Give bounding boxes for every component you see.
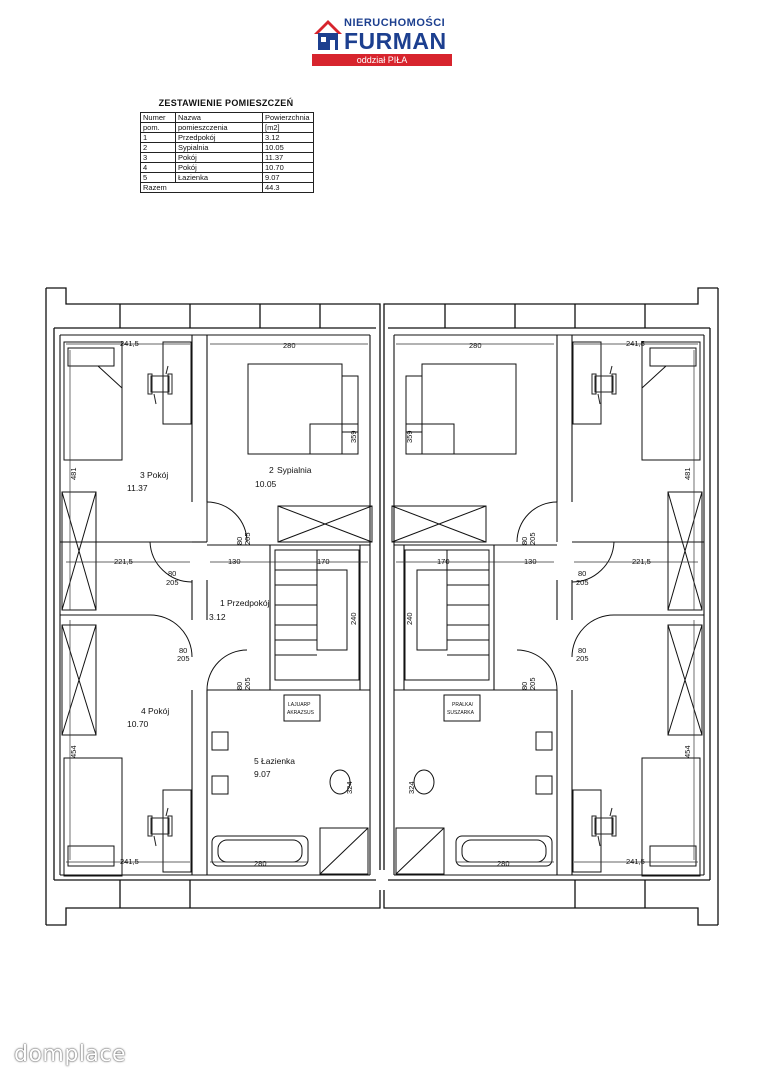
svg-text:130: 130	[524, 557, 537, 566]
room-5-area: 9.07	[254, 769, 271, 779]
table-header-cell: Nazwa	[175, 112, 263, 123]
svg-text:80: 80	[578, 569, 586, 578]
table-header-row: pom. pomieszczenia [m2]	[140, 122, 314, 133]
svg-text:205: 205	[243, 677, 252, 690]
room-3-name: Pokój	[147, 470, 168, 480]
svg-text:SUSZARKA: SUSZARKA	[447, 710, 475, 716]
svg-text:481: 481	[69, 467, 78, 480]
table-header-cell: [m2]	[262, 122, 314, 133]
door-swings	[149, 501, 615, 691]
svg-text:80: 80	[520, 682, 529, 690]
table-row: 3 Pokój 11.37	[140, 152, 314, 163]
table-total-row: Razem 44.3	[140, 182, 314, 193]
table-header-cell: pomieszczenia	[175, 122, 263, 133]
appliance-labels: LAJUARP AKRAZSUS PRALKA/ SUSZARKA	[287, 702, 475, 716]
svg-text:LAJUARP: LAJUARP	[288, 702, 311, 708]
svg-text:221,5: 221,5	[632, 557, 651, 566]
svg-text:205: 205	[576, 578, 589, 587]
table-row: 1 Przedpokój 3.12	[140, 132, 314, 143]
table-row: 4 Pokój 10.70	[140, 162, 314, 173]
table-header-cell: pom.	[140, 122, 176, 133]
house-logo-icon	[314, 20, 342, 50]
svg-text:PRALKA/: PRALKA/	[452, 702, 474, 708]
svg-text:280: 280	[469, 341, 482, 350]
logo-brand: FURMAN	[344, 28, 447, 54]
room-table: Numer Nazwa Powierzchnia pom. pomieszcze…	[140, 112, 314, 193]
logo-top-text: NIERUCHOMOŚCI	[344, 17, 446, 29]
svg-text:205: 205	[166, 578, 179, 587]
table-header-cell: Powierzchnia	[262, 112, 314, 123]
room-5-number: 5	[254, 756, 259, 766]
room-1-area: 3.12	[209, 612, 226, 622]
dimension-labels: 241,5 280 280 241,5 221,5 130 170 170 13…	[69, 339, 692, 868]
svg-text:205: 205	[243, 532, 252, 545]
svg-text:80: 80	[520, 537, 529, 545]
room-3-number: 3	[140, 470, 145, 480]
chair-icon	[591, 807, 617, 847]
svg-text:240: 240	[405, 612, 414, 625]
svg-text:454: 454	[69, 745, 78, 758]
svg-text:80: 80	[179, 646, 187, 655]
room-1-name: Przedpokój	[227, 598, 270, 608]
floor-plan: 3 Pokój 11.37 2 Sypialnia 10.05 1 Przedp…	[45, 287, 719, 926]
svg-text:359: 359	[349, 430, 358, 443]
svg-text:241,5: 241,5	[626, 857, 645, 866]
svg-text:80: 80	[235, 537, 244, 545]
room-4-name: Pokój	[148, 706, 169, 716]
svg-text:80: 80	[578, 646, 586, 655]
furniture	[61, 341, 703, 877]
svg-text:280: 280	[283, 341, 296, 350]
svg-text:280: 280	[497, 859, 510, 868]
svg-text:359: 359	[405, 430, 414, 443]
svg-text:205: 205	[576, 654, 589, 663]
svg-text:130: 130	[228, 557, 241, 566]
table-title: ZESTAWIENIE POMIESZCZEŃ	[158, 98, 294, 108]
table-header-cell: Numer	[140, 112, 176, 123]
room-5-name: Łazienka	[261, 756, 295, 766]
svg-text:205: 205	[528, 677, 537, 690]
chair-icon	[147, 365, 173, 405]
room-4-area: 10.70	[127, 719, 149, 729]
company-logo: NIERUCHOMOŚCI FURMAN oddział PIŁA	[312, 14, 452, 66]
room-2-name: Sypialnia	[277, 465, 312, 475]
svg-text:454: 454	[683, 745, 692, 758]
left-room-labels: 3 Pokój 11.37 2 Sypialnia 10.05 1 Przedp…	[127, 465, 312, 779]
watermark: domplace	[14, 1042, 127, 1067]
table-header-row: Numer Nazwa Powierzchnia	[140, 112, 314, 123]
left-unit-walls	[59, 334, 371, 876]
svg-text:241,5: 241,5	[626, 339, 645, 348]
right-unit-walls	[393, 334, 705, 876]
outer-walls	[45, 287, 719, 926]
svg-text:205: 205	[528, 532, 537, 545]
svg-text:241,5: 241,5	[120, 339, 139, 348]
chair-icon	[591, 365, 617, 405]
svg-text:241,5: 241,5	[120, 857, 139, 866]
room-1-number: 1	[220, 598, 225, 608]
svg-text:324: 324	[407, 781, 416, 794]
svg-text:221,5: 221,5	[114, 557, 133, 566]
dimension-lines	[66, 343, 698, 863]
room-2-area: 10.05	[255, 479, 277, 489]
room-4-number: 4	[141, 706, 146, 716]
table-row: 2 Sypialnia 10.05	[140, 142, 314, 153]
svg-text:481: 481	[683, 467, 692, 480]
svg-text:205: 205	[177, 654, 190, 663]
svg-text:240: 240	[349, 612, 358, 625]
room-3-area: 11.37	[127, 483, 148, 493]
svg-text:80: 80	[235, 682, 244, 690]
svg-text:AKRAZSUS: AKRAZSUS	[287, 710, 315, 716]
svg-text:80: 80	[168, 569, 176, 578]
table-row: 5 Łazienka 9.07	[140, 172, 314, 183]
svg-text:170: 170	[437, 557, 450, 566]
logo-branch: oddział PIŁA	[312, 54, 452, 66]
room-2-number: 2	[269, 465, 274, 475]
chair-icon	[147, 807, 173, 847]
svg-text:170: 170	[317, 557, 330, 566]
svg-text:280: 280	[254, 859, 267, 868]
svg-text:324: 324	[345, 781, 354, 794]
